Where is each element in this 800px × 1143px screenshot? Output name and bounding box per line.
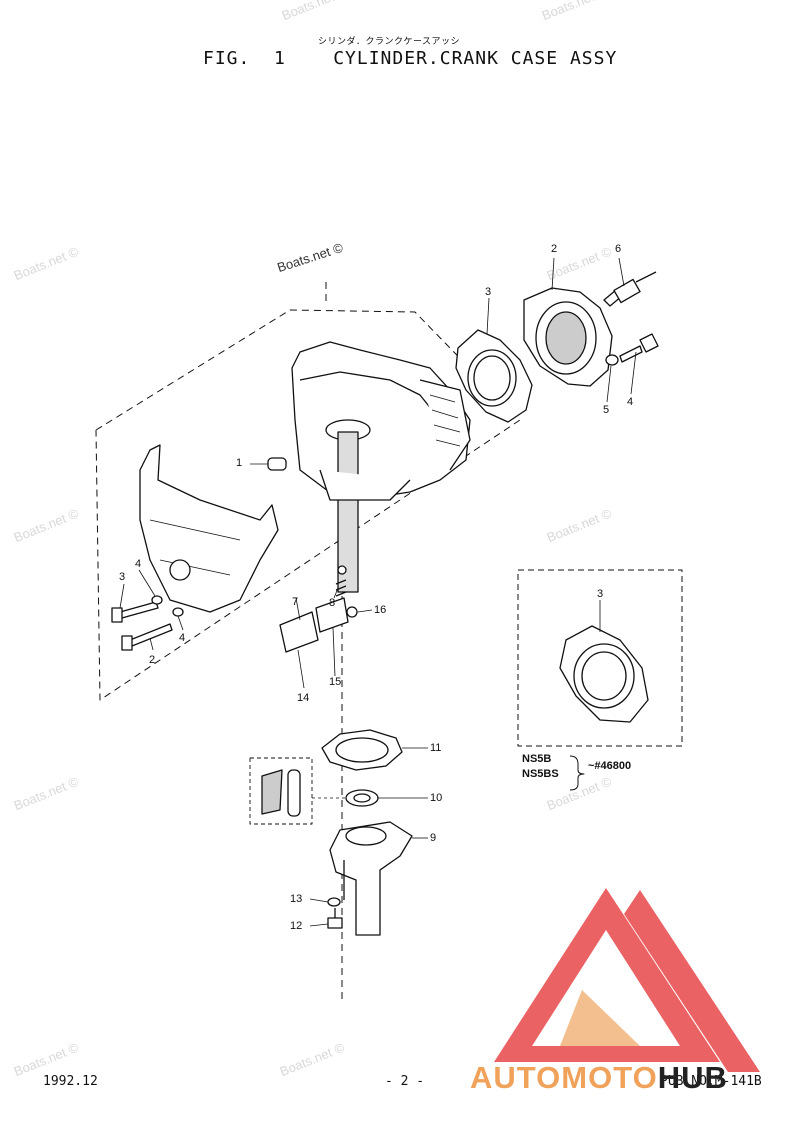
callout-14: 14 [297, 692, 310, 704]
variant-model: NS5B [522, 753, 552, 765]
callout-1: 1 [236, 457, 243, 469]
callout-4: 4 [627, 396, 634, 408]
footer-page-number: - 2 - [385, 1074, 425, 1089]
callout-2: 2 [551, 243, 558, 255]
plug [267, 457, 287, 471]
variant-model: NS5BS [522, 768, 559, 780]
gasket [321, 729, 403, 771]
callout-3: 3 [597, 588, 604, 600]
callout-2: 2 [149, 654, 156, 666]
logo-wordmark: AUTOMOTOHUB [470, 1060, 728, 1096]
callout-13: 13 [290, 893, 303, 905]
bolt [327, 908, 343, 929]
variant-serial: ~#46800 [588, 760, 632, 772]
callout-10: 10 [430, 792, 443, 804]
washer [327, 897, 341, 907]
callout-11: 11 [430, 742, 442, 754]
footer-publication-number: PUB.NO.M-141B [660, 1074, 762, 1089]
footer-date: 1992.12 [43, 1074, 98, 1089]
cylinder-cover [523, 287, 613, 387]
callout-9: 9 [430, 832, 437, 844]
seal-detail [249, 757, 346, 825]
gasket [455, 329, 533, 423]
variant-model-list: NS5B NS5BS [522, 752, 559, 782]
callout-12: 12 [290, 920, 303, 932]
logo-wordmark-automoto: AUTOMOTO [470, 1060, 658, 1095]
bolt [111, 595, 184, 651]
crankcase [291, 341, 471, 593]
leader-lines [119, 257, 637, 927]
callout-16: 16 [374, 604, 387, 616]
oil-seal [345, 789, 379, 807]
variant-bracket [569, 755, 585, 791]
reed-valve [279, 597, 349, 653]
logo-mark [494, 888, 760, 1072]
japanese-title: シリンダ．クランクケースアッシ [318, 37, 461, 47]
gasket-inset [559, 625, 649, 723]
callout-7: 7 [292, 596, 299, 608]
intake-assembly [139, 444, 279, 613]
bolt [605, 333, 659, 366]
spark-plug [603, 271, 657, 307]
callout-3: 3 [119, 571, 126, 583]
callout-4: 4 [179, 632, 186, 644]
spring [335, 565, 358, 618]
callout-6: 6 [615, 243, 622, 255]
callout-4: 4 [135, 558, 142, 570]
callout-3: 3 [485, 286, 492, 298]
bearing-housing [329, 821, 413, 936]
figure-title: FIG. 1 CYLINDER.CRANK CASE ASSY [203, 48, 618, 69]
callout-15: 15 [329, 676, 342, 688]
callout-8: 8 [329, 597, 336, 609]
callout-5: 5 [603, 404, 610, 416]
inset-box [517, 569, 683, 747]
logo-wordmark-hub: HUB [657, 1060, 728, 1095]
